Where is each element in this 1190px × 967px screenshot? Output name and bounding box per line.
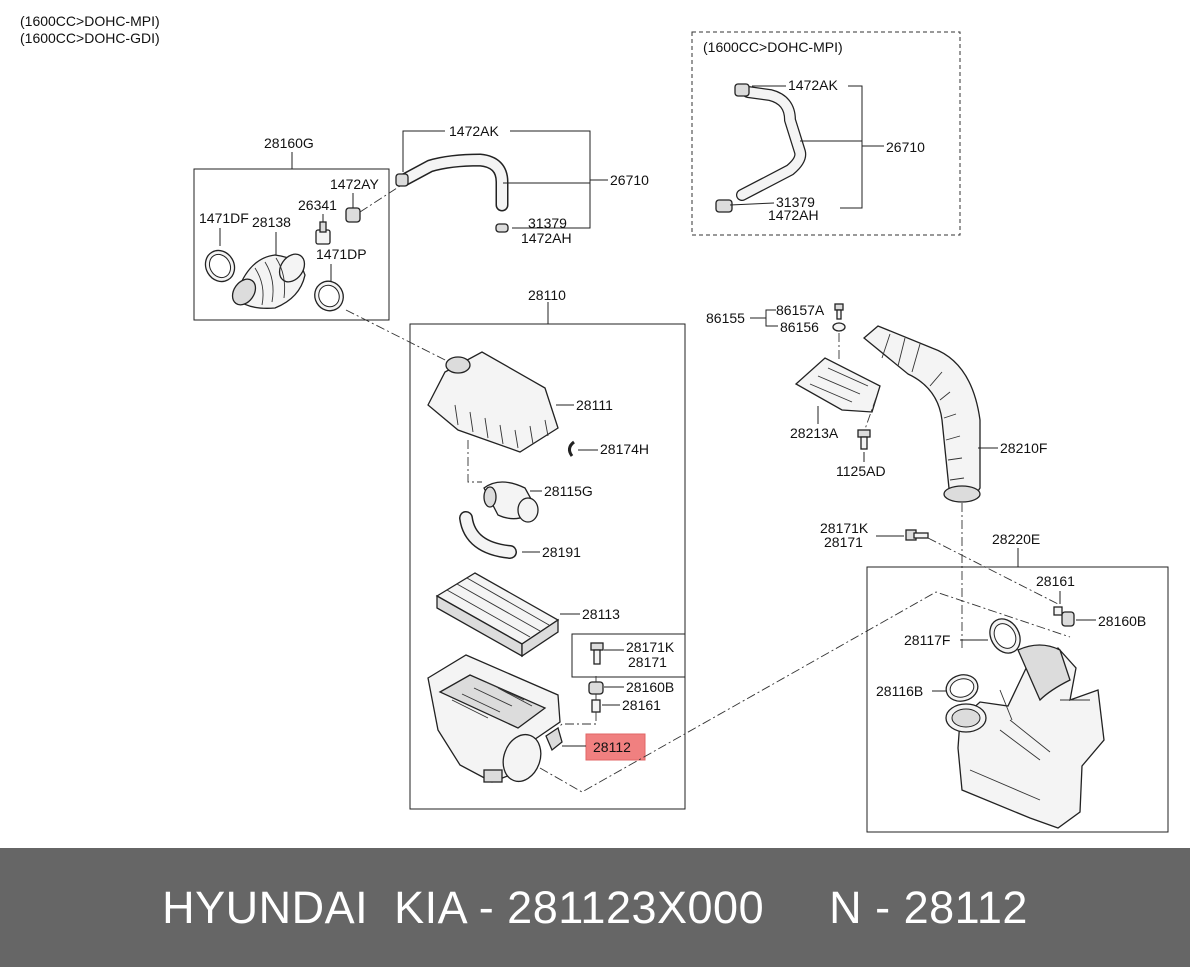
label-1471dp: 1471DP [316,246,367,262]
label-28160g: 28160G [264,135,314,151]
inset-label-26710: 26710 [886,139,925,155]
label-1472ay: 1472AY [330,176,379,192]
highlight-28112[interactable] [585,733,646,761]
label-28138: 28138 [252,214,291,230]
pcv-fitting-26341 [315,221,331,245]
collar-28161 [591,699,601,713]
label-1471df: 1471DF [199,210,249,226]
variant-label-mpi: (1600CC>DOHC-MPI) [20,13,160,29]
label-28113: 28113 [582,606,620,622]
resonator-28115g [483,481,539,523]
label-26710: 26710 [610,172,649,188]
label-28117f: 28117F [904,632,950,648]
variant-label-gdi: (1600CC>DOHC-GDI) [20,30,160,46]
grommet-28160b-right [1061,611,1075,627]
breather-hose-26710 [395,153,509,233]
clip-28174h [567,440,575,457]
bolt-1125ad [857,429,871,450]
label-86155: 86155 [706,310,745,326]
label-28112[interactable]: 28112 [593,739,631,755]
bracket-28213a [794,357,881,413]
inset-label-31379: 31379 [776,194,815,210]
label-28161: 28161 [622,697,661,713]
filter-element-28113 [435,572,560,658]
collar-28161-right [1053,606,1063,616]
inset-leader-26710 [800,85,863,209]
label-1472ak: 1472AK [449,123,499,139]
bolt-28171k-right [905,529,929,541]
label-28171: 28171 [628,654,667,670]
label-1125ad: 1125AD [836,463,886,479]
screw-86157a [834,303,844,320]
label-28110: 28110 [528,287,566,303]
inset-breather-hose [715,83,807,213]
label-28161-right: 28161 [1036,573,1075,589]
clip-1472ay [345,207,361,223]
part-number-caption: HYUNDAI KIA - 281123X000 N - 28112 [162,881,1028,933]
label-28210f: 28210F [1000,440,1047,456]
mpi-inset-box [691,31,961,236]
group-box-28171k [571,633,686,678]
parts-diagram: (1600CC>DOHC-MPI) (1600CC>DOHC-GDI) (160… [20,13,1169,833]
hose-28191 [459,511,517,559]
air-duct-28138 [231,253,306,309]
label-1472ah: 1472AH [521,230,572,246]
label-86156: 86156 [780,319,819,335]
air-cleaner-cover-28111 [427,351,559,453]
label-28171k-right: 28171K [820,520,869,536]
label-28171k: 28171K [626,639,675,655]
label-28160b: 28160B [626,679,674,695]
label-28220e: 28220E [992,531,1040,547]
bolt-28171k [590,642,604,665]
air-cleaner-body-28112 [427,654,563,783]
inset-label-1472ak: 1472AK [788,77,838,93]
air-intake-duct-28210f [862,325,981,503]
label-28111: 28111 [576,397,613,413]
label-86157a: 86157A [776,302,825,318]
label-28191: 28191 [542,544,581,560]
label-28213a: 28213A [790,425,839,441]
label-28174h: 28174H [600,441,649,457]
grommet-28160b [588,681,604,695]
label-31379: 31379 [528,215,567,231]
inset-title: (1600CC>DOHC-MPI) [703,39,843,55]
resonator-assembly-28220e [945,644,1105,829]
label-28160b-right: 28160B [1098,613,1146,629]
label-28171-right: 28171 [824,534,863,550]
washer-86156 [832,322,846,332]
label-26341: 26341 [298,197,337,213]
inset-label-1472ah: 1472AH [768,207,819,223]
label-28116b: 28116B [876,683,923,699]
label-28115g: 28115G [544,483,593,499]
footer-bar: HYUNDAI KIA - 281123X000 N - 28112 [0,848,1190,967]
